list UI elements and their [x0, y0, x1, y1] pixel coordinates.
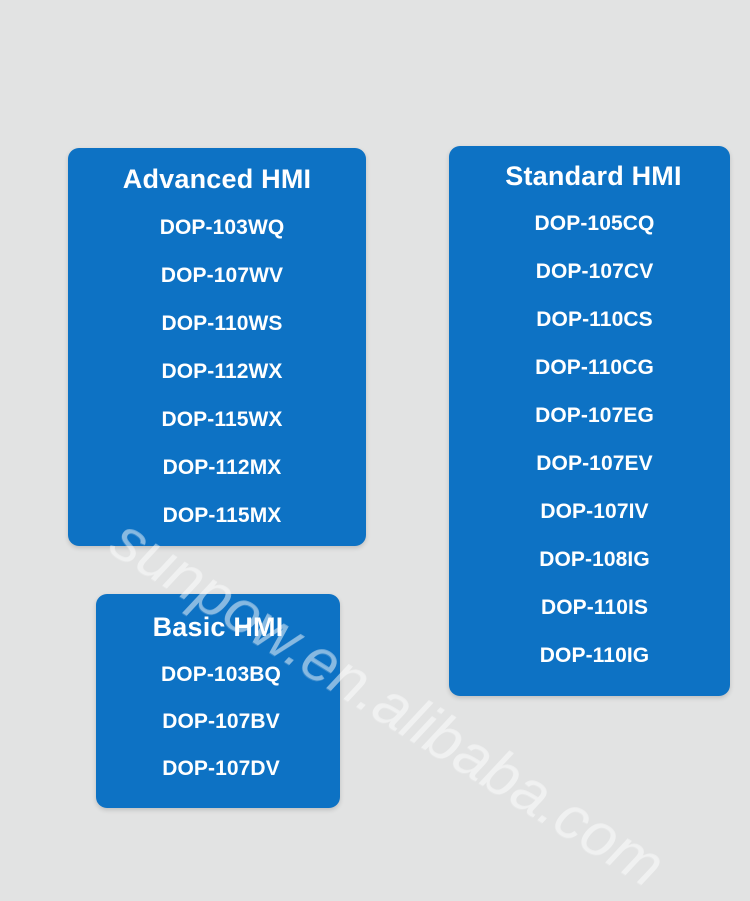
list-item[interactable]: DOP-108IG: [539, 548, 650, 571]
card-advanced-hmi-model-list: DOP-103WQ DOP-107WV DOP-110WS DOP-112WX …: [68, 217, 366, 526]
list-item[interactable]: DOP-110CS: [536, 308, 653, 331]
list-item[interactable]: DOP-115WX: [161, 408, 283, 431]
list-item[interactable]: DOP-110WS: [161, 312, 283, 335]
list-item[interactable]: DOP-103WQ: [159, 216, 285, 239]
list-item[interactable]: DOP-107BV: [162, 710, 280, 733]
list-item[interactable]: DOP-107IV: [540, 500, 649, 523]
card-standard-hmi[interactable]: Standard HMI DOP-105CQ DOP-107CV DOP-110…: [449, 146, 730, 696]
list-item[interactable]: DOP-105CQ: [534, 212, 655, 235]
list-item[interactable]: DOP-107CV: [535, 260, 654, 283]
card-standard-hmi-title: Standard HMI: [505, 161, 682, 191]
list-item[interactable]: DOP-107EV: [536, 452, 653, 475]
list-item[interactable]: DOP-112MX: [162, 456, 282, 479]
list-item[interactable]: DOP-112WX: [161, 360, 283, 383]
card-advanced-hmi-title: Advanced HMI: [122, 164, 312, 194]
list-item[interactable]: DOP-115MX: [162, 504, 282, 527]
card-standard-hmi-model-list: DOP-105CQ DOP-107CV DOP-110CS DOP-110CG …: [449, 213, 730, 666]
list-item[interactable]: DOP-107WV: [160, 264, 284, 287]
list-item[interactable]: DOP-107EG: [535, 404, 654, 427]
card-basic-hmi[interactable]: Basic HMI DOP-103BQ DOP-107BV DOP-107DV: [96, 594, 340, 808]
list-item[interactable]: DOP-110IG: [539, 644, 650, 667]
card-basic-hmi-title: Basic HMI: [152, 612, 284, 642]
list-item[interactable]: DOP-110CG: [535, 356, 654, 379]
list-item[interactable]: DOP-103BQ: [161, 663, 281, 686]
card-basic-hmi-model-list: DOP-103BQ DOP-107BV DOP-107DV: [96, 664, 340, 779]
list-item[interactable]: DOP-110IS: [540, 596, 649, 619]
list-item[interactable]: DOP-107DV: [162, 757, 280, 780]
card-advanced-hmi[interactable]: Advanced HMI DOP-103WQ DOP-107WV DOP-110…: [68, 148, 366, 546]
